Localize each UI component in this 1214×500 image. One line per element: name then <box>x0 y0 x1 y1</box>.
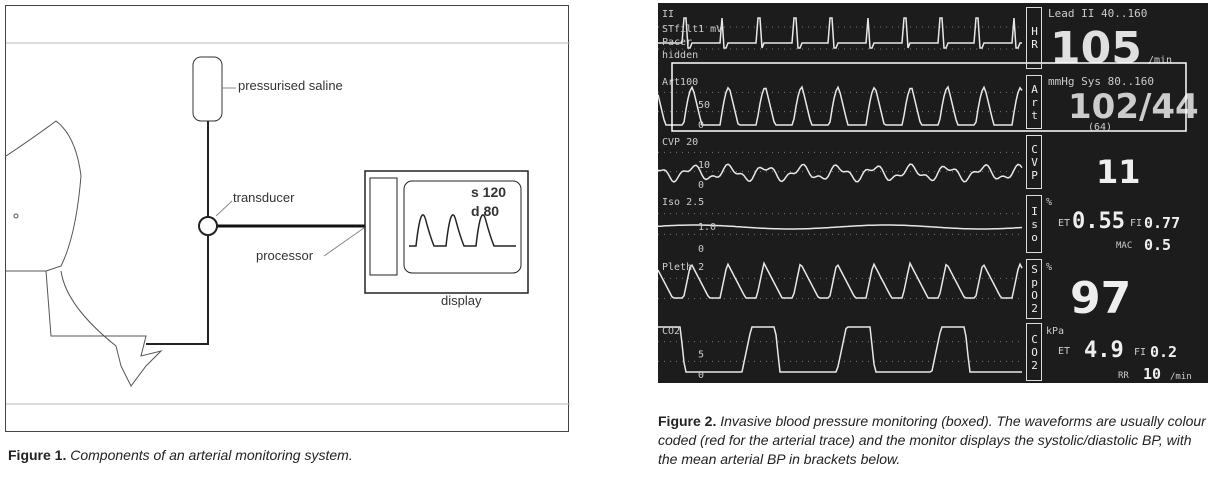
leader-line <box>215 200 233 217</box>
scale-mid: 1.0 <box>698 222 716 233</box>
spo2-value: 97 <box>1070 273 1131 324</box>
rr-unit: /min <box>1170 372 1192 382</box>
waveform-cvp <box>658 163 1023 183</box>
tubing <box>146 121 209 345</box>
scale-low: 0 <box>698 120 704 131</box>
figure-2-caption: Figure 2. Invasive blood pressure monito… <box>658 412 1208 469</box>
label-processor: processor <box>256 248 314 263</box>
wave-label: Pleth 2 <box>662 262 704 273</box>
wave-label: Art100 <box>662 77 698 88</box>
label-saline: pressurised saline <box>238 78 343 93</box>
hr-value: 105 <box>1050 23 1142 74</box>
patient-outline <box>6 120 163 387</box>
et-label: ET <box>1058 218 1070 229</box>
transducer-icon <box>198 216 218 236</box>
label-diastolic: d 80 <box>471 203 500 219</box>
figure-1-caption: Figure 1. Components of an arterial moni… <box>8 446 353 465</box>
wave-label: CVP 20 <box>662 137 698 148</box>
parameter-tag-art: Art <box>1026 75 1042 129</box>
et-label: ET <box>1058 346 1070 357</box>
wave-sublabel: hidden <box>662 50 698 61</box>
fi-value: 0.77 <box>1144 214 1180 232</box>
fi-label: FI <box>1134 347 1146 358</box>
parameter-unit: kPa <box>1046 326 1064 337</box>
waveform <box>409 214 516 247</box>
et-value: 4.9 <box>1084 338 1124 363</box>
parameter-tag-iso: Iso <box>1026 195 1042 253</box>
scale-low: 0 <box>698 244 704 255</box>
nipple-mark <box>13 213 19 219</box>
wave-sublabel: Pacer <box>662 37 692 48</box>
wave-label: CO2 <box>662 326 680 337</box>
scale-low: 0 <box>698 180 704 191</box>
bp-value: 102/44 <box>1068 87 1199 127</box>
caption-label: Figure 1. <box>8 447 67 463</box>
waveform-iso <box>658 224 1023 230</box>
waveform-co2 <box>658 326 1022 373</box>
parameter-tag-spo2: SpO2 <box>1026 259 1042 319</box>
scale-mid: 50 <box>698 100 710 111</box>
invasive-bp-highlight-box <box>671 62 1187 132</box>
saline-bag <box>192 56 223 122</box>
parameter-tag-cvp: CVP <box>1026 135 1042 189</box>
mac-label: MAC <box>1116 241 1132 251</box>
hr-unit: /min <box>1148 55 1172 66</box>
arterial-system-drawing <box>6 42 570 405</box>
caption-text: Components of an arterial monitoring sys… <box>70 447 353 463</box>
parameter-unit: % <box>1046 197 1052 208</box>
monitor-display: II STfilt1 mV Pacer hidden Lead II 40..160 10… <box>658 7 1199 383</box>
scale-mid: 5 <box>698 349 704 360</box>
scale-mid: 10 <box>698 160 710 171</box>
display-screen <box>403 180 522 274</box>
parameter-header: mmHg Sys 80..160 <box>1048 75 1154 88</box>
waveform-art <box>658 85 1023 126</box>
processor-box <box>369 177 398 276</box>
parameter-tag-hr: HR <box>1026 7 1042 69</box>
label-systolic: s 120 <box>471 184 507 200</box>
waveform-spo2 <box>658 261 1023 299</box>
rr-value: 10 <box>1143 365 1161 383</box>
fi-value: 0.2 <box>1150 343 1177 361</box>
cvp-value: 11 <box>1096 153 1141 191</box>
fi-label: FI <box>1130 218 1142 229</box>
parameter-header: Lead II 40..160 <box>1048 7 1147 20</box>
et-value: 0.55 <box>1072 209 1125 234</box>
wave-label: II <box>662 9 674 20</box>
waveform-hr <box>658 17 1022 49</box>
caption-text: Invasive blood pressure monitoring (boxe… <box>658 413 1206 467</box>
parameter-unit: % <box>1046 262 1052 273</box>
parameter-tag-co2: CO2 <box>1026 323 1042 381</box>
wave-label: Iso 2.5 <box>662 197 704 208</box>
caption-label: Figure 2. <box>658 413 717 429</box>
mac-value: 0.5 <box>1144 236 1171 254</box>
label-transducer: transducer <box>233 190 295 205</box>
figure-1-diagram: pressurised saline transducer processor … <box>5 5 570 432</box>
rr-label: RR <box>1118 371 1129 381</box>
patient-monitor: II STfilt1 mV Pacer hidden Lead II 40..160 10… <box>658 3 1208 383</box>
scale-low: 0 <box>698 370 704 381</box>
map-value: (64) <box>1088 122 1112 133</box>
label-display: display <box>441 293 482 308</box>
wave-sublabel: STfilt1 mV <box>662 24 722 35</box>
